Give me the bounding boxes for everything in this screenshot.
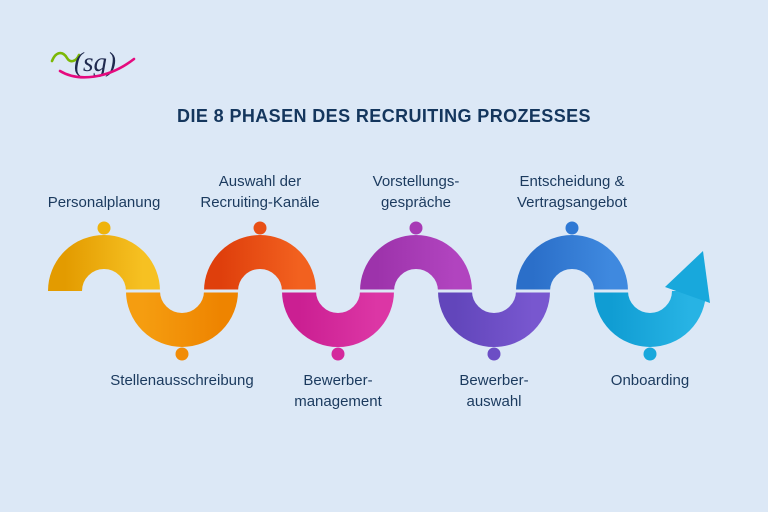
arrow-icon (665, 251, 710, 303)
phase-arc-4 (282, 289, 394, 347)
phase-label-recruiting-kanaele: Auswahl der Recruiting-Kanäle (200, 173, 320, 211)
phase-dot-5 (409, 221, 423, 235)
phase-dot-8 (643, 347, 657, 361)
logo-graphic: (sg) (50, 47, 136, 79)
phase-arc-5 (360, 235, 472, 293)
logo-pink-swoosh-icon (58, 57, 136, 79)
phase-dot-6 (487, 347, 501, 361)
phase-label-personalplanung: Personalplanung (47, 194, 161, 211)
page-title: DIE 8 PHASEN DES RECRUITING PROZESSES (177, 106, 591, 126)
phase-arc-6 (438, 289, 550, 347)
phase-arc-7 (516, 235, 628, 293)
phase-label-vorstellungsgespraeche: Vorstellungs- gespräche (372, 173, 460, 211)
phase-label-bewerberauswahl: Bewerber- auswahl (459, 372, 529, 410)
phase-arc-3 (204, 235, 316, 293)
phase-dot-1 (97, 221, 111, 235)
phase-dot-2 (175, 347, 189, 361)
phase-label-stellenausschreibung: Stellenausschreibung (110, 372, 254, 389)
logo-green-swoosh-icon (50, 51, 81, 63)
phase-arc-8 (594, 289, 706, 347)
phase-dot-4 (331, 347, 345, 361)
phase-arc-1 (48, 235, 160, 293)
phase-dot-3 (253, 221, 267, 235)
phase-arc-2 (126, 289, 238, 347)
phase-dot-7 (565, 221, 579, 235)
phase-label-onboarding: Onboarding (610, 372, 690, 389)
phase-label-bewerbermanagement: Bewerber- management (294, 372, 382, 410)
logo: (sg) (50, 40, 154, 86)
phase-label-entscheidung-vertragsangebot: Entscheidung & Vertragsangebot (516, 173, 628, 211)
